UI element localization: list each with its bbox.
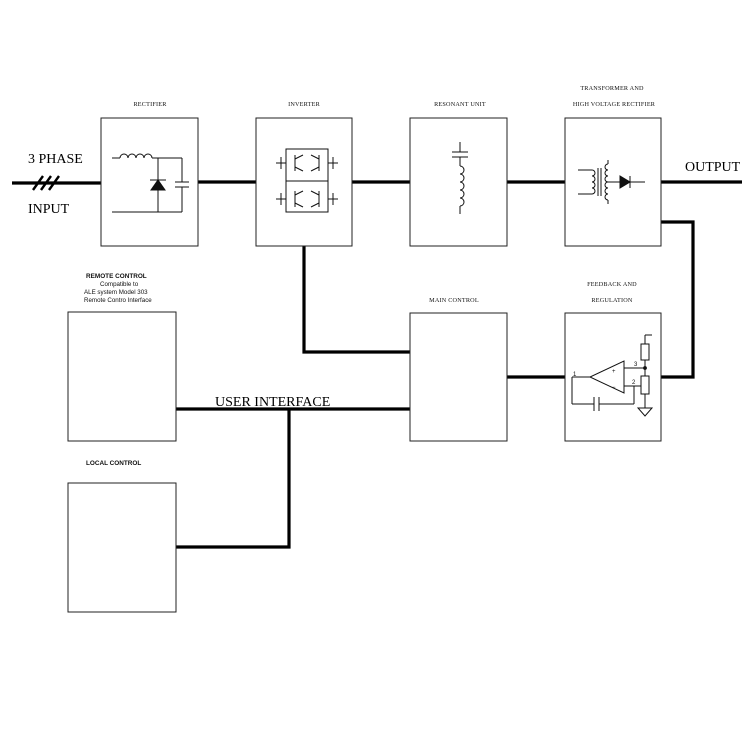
remote-control-model: ALE system Model 303	[84, 289, 148, 296]
resonant-lc-icon	[452, 142, 468, 214]
remote-control-interface: Remote Contro Interface	[84, 297, 152, 304]
rectifier-schematic-icon	[112, 153, 189, 213]
feedback-label-line2: REGULATION	[591, 297, 633, 304]
opamp-pin-3: 3	[634, 362, 638, 368]
resonant-unit-block	[409, 117, 508, 247]
wire-local-control	[176, 409, 291, 549]
opamp-pin-minus: −	[612, 385, 616, 391]
remote-control-block	[67, 311, 177, 442]
main-control-label: MAIN CONTROL	[429, 297, 479, 304]
opamp-pin-2: 2	[632, 380, 636, 386]
transformer-rectifier-icon	[578, 160, 645, 204]
rectifier-label: RECTIFIER	[133, 101, 167, 108]
input-label-bottom: INPUT	[28, 202, 70, 217]
wires	[12, 180, 742, 549]
user-interface-label: USER INTERFACE	[215, 395, 330, 410]
transformer-label-line1: TRANSFORMER AND	[580, 85, 644, 92]
local-control-block	[67, 482, 177, 613]
inverter-label: INVERTER	[288, 101, 320, 108]
resonant-unit-label: RESONANT UNIT	[434, 101, 486, 108]
opamp-pin-plus: +	[612, 369, 616, 375]
input-label-top: 3 PHASE	[28, 152, 83, 167]
output-label: OUTPUT	[685, 160, 741, 175]
local-control-label: LOCAL CONTROL	[86, 460, 141, 467]
wire-output-feedback	[661, 220, 695, 379]
wire-inverter-main-control	[302, 246, 410, 354]
feedback-label-line1: FEEDBACK AND	[587, 281, 637, 288]
three-phase-hash-icon	[32, 175, 60, 191]
remote-control-compat: Compatible to	[100, 281, 139, 288]
opamp-regulator-icon: 1 + − 3 2	[571, 334, 654, 417]
transformer-label-line2: HIGH VOLTAGE RECTIFIER	[573, 101, 656, 108]
remote-control-title: REMOTE CONTROL	[86, 273, 147, 280]
opamp-pin-out: 1	[573, 372, 577, 378]
inverter-block	[255, 117, 353, 247]
inverter-schematic-icon	[276, 148, 338, 213]
main-control-block	[409, 312, 508, 442]
